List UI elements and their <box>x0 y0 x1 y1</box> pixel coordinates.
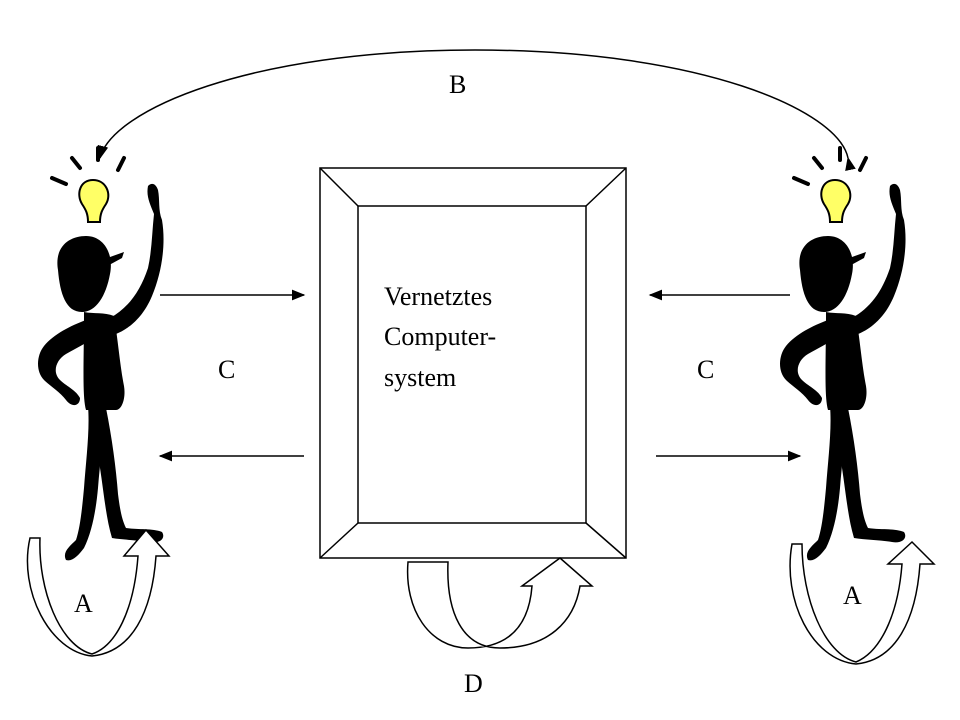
label-a-left: A <box>74 589 93 618</box>
computer-system-line3: system <box>384 363 456 392</box>
arrows-c-right <box>648 289 802 462</box>
label-d: D <box>464 669 483 698</box>
computer-system-line1: Vernetztes <box>384 282 492 311</box>
label-c-right: C <box>697 355 714 384</box>
computer-system-box <box>319 167 627 559</box>
loop-arrow-a-left <box>26 528 171 657</box>
loop-arrow-d <box>406 557 594 649</box>
label-a-right: A <box>843 581 862 610</box>
arrows-c-left <box>158 289 306 462</box>
loop-arrow-a-right <box>789 540 936 665</box>
thinking-person-left-icon <box>36 146 166 563</box>
arc-b <box>97 49 856 172</box>
computer-system-label: Vernetztes Computer- system <box>384 282 503 392</box>
label-c-left: C <box>218 355 235 384</box>
computer-system-line2: Computer- <box>384 322 496 351</box>
thinking-person-right-icon <box>778 146 908 563</box>
label-b: B <box>449 70 466 99</box>
